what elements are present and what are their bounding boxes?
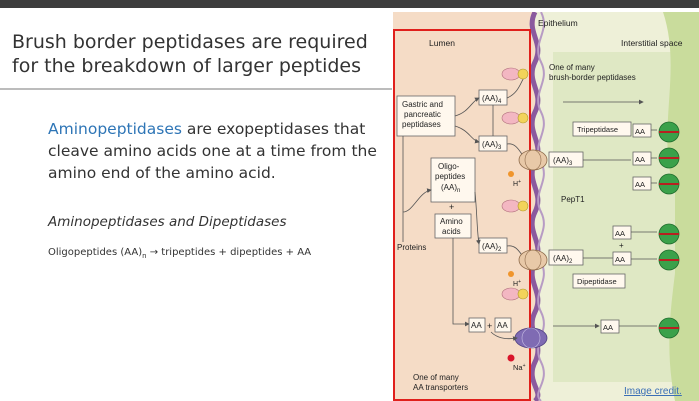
to-aa3-arrow (454, 125, 480, 144)
aa-right-label: AA (497, 321, 508, 330)
to-aa4-arrow (454, 97, 480, 117)
svg-text:AA: AA (615, 255, 625, 264)
aa-plus: + (487, 321, 492, 331)
image-credit-link[interactable]: Image credit. (624, 386, 682, 397)
amino-text-2: acids (442, 227, 461, 236)
top-bar (0, 0, 699, 8)
gastric-text-1: Gastric and (402, 100, 443, 109)
proteins-label: Proteins (397, 243, 426, 252)
cell-aa2-box (548, 249, 584, 266)
epithelium-label: Epithelium (538, 18, 578, 28)
aa4-label: (AA)4 (482, 94, 502, 105)
gastric-text-3: peptidases (402, 120, 441, 129)
equation-subscript: n (142, 252, 147, 260)
amino-to-aa (452, 238, 470, 327)
body-paragraph: Aminopeptidases are exopeptidases that c… (48, 118, 378, 184)
digestion-figure: Epithelium Lumen Interstitial space One … (393, 12, 699, 401)
aa-box-left (468, 317, 486, 333)
brush-border-label: brush-border peptidases (549, 73, 636, 82)
cell-aa-boxes: AA AA AA AA + AA AA (600, 123, 652, 334)
one-of-many-label: One of many (549, 63, 595, 72)
dipeptidase-label: Dipeptidase (577, 277, 617, 286)
equation-suffix: → tripeptides + dipeptides + AA (146, 247, 312, 258)
aa-transporter (514, 327, 548, 349)
oligo-text-2: peptides (435, 172, 465, 181)
to-basolateral-arrows (619, 129, 657, 327)
to-oligo-arrow (402, 188, 432, 213)
dipeptidase-box (572, 273, 626, 289)
svg-text:AA: AA (635, 180, 645, 189)
aa-left-label: AA (471, 321, 482, 330)
basolateral-membrane (663, 12, 699, 401)
basolateral-transporters (658, 121, 680, 339)
cell-aa3-box (548, 151, 584, 168)
oligo-plus: + (449, 202, 454, 212)
proton-dot-1 (508, 171, 514, 177)
proton-dot-2 (508, 271, 514, 277)
svg-text:AA: AA (635, 155, 645, 164)
cell-aa2-label: (AA)2 (553, 254, 573, 265)
slide-title: Brush border peptidases are required for… (12, 31, 368, 77)
sodium-dot (507, 354, 515, 362)
svg-text:AA: AA (615, 229, 625, 238)
pept1-transporters (518, 149, 548, 271)
aa2-box (478, 237, 508, 254)
gastric-box (396, 95, 456, 137)
aa-box-right (494, 317, 512, 333)
interstitial-label: Interstitial space (621, 38, 683, 48)
equation-prefix: Oligopeptides (AA) (48, 247, 143, 258)
tripeptidase-box (572, 121, 632, 137)
body-text: are exopeptidases that cleave amino acid… (48, 120, 377, 182)
gastric-text-2: pancreatic (404, 110, 441, 119)
aa-to-transporter-arrow (490, 331, 518, 342)
svg-text:+: + (619, 241, 624, 250)
hplus-label-2: H+ (513, 279, 521, 288)
equation: Oligopeptides (AA)n → tripeptides + dipe… (48, 247, 311, 260)
cell-aa3-label: (AA)3 (553, 156, 573, 167)
amino-text-1: Amino (440, 217, 463, 226)
aa2-label: (AA)2 (482, 242, 502, 253)
figure-svg: Epithelium Lumen Interstitial space One … (393, 12, 699, 401)
aa3-label: (AA)3 (482, 140, 502, 151)
subheading: Aminopeptidases and Dipeptidases (48, 214, 287, 230)
to-aa2-arrow (474, 191, 481, 245)
oligopeptides-box (430, 157, 476, 203)
lumen-label: Lumen (429, 38, 455, 48)
title-divider (0, 88, 392, 90)
lumen-highlight-box (393, 29, 531, 401)
oligo-text-1: Oligo- (438, 162, 460, 171)
transporters-text-1: One of many (413, 373, 459, 382)
brush-border-peptidases (501, 67, 529, 301)
tripeptidase-label: Tripeptidase (577, 125, 618, 134)
transporters-text-2: AA transporters (413, 383, 468, 392)
amino-acids-box (434, 213, 472, 239)
hplus-label-1: H+ (513, 179, 521, 188)
na-label: Na+ (513, 363, 526, 372)
aminopeptidases-term: Aminopeptidases (48, 120, 182, 138)
svg-text:AA: AA (603, 323, 613, 332)
pept1-label: PepT1 (561, 195, 585, 204)
oligo-text-3: (AA)n (441, 183, 460, 194)
svg-text:AA: AA (635, 127, 645, 136)
